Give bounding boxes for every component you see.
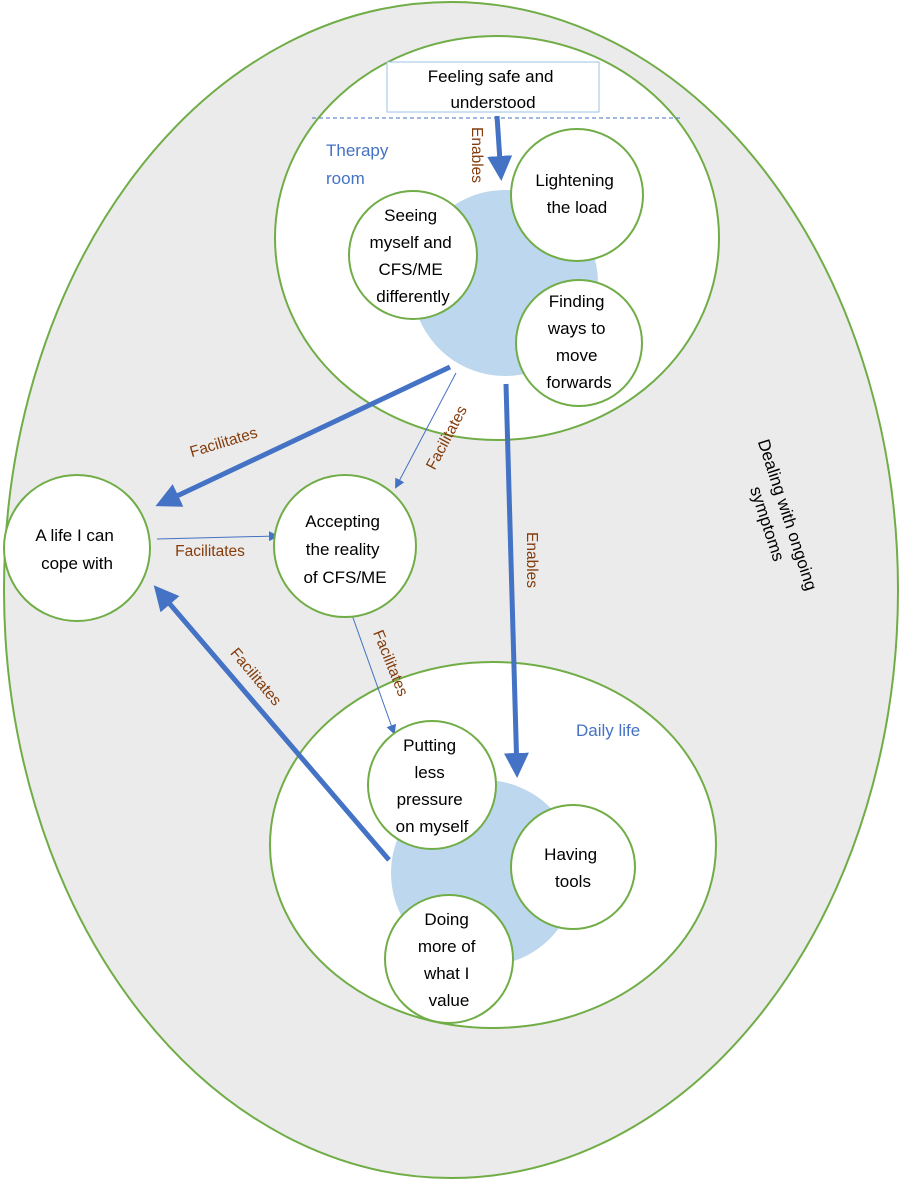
node-accepting-text: Accepting the reality of CFS/ME xyxy=(303,512,386,587)
node-doing-text: Doing more of what I value xyxy=(418,910,480,1010)
node-finding-text: Finding ways to move forwards xyxy=(546,292,611,392)
node-accepting-circle xyxy=(273,474,417,618)
arrow-therapy-to-accepting xyxy=(395,372,457,489)
node-doing-circle xyxy=(384,894,514,1024)
edge-label-top-enables: Enables xyxy=(468,127,485,183)
arrow-daily-to-life xyxy=(153,585,391,862)
node-lightening-text: Lightening the load xyxy=(535,171,618,217)
top-box-text: Feeling safe and understood xyxy=(428,67,558,112)
edge-label-therapy-to-daily: Enables xyxy=(523,532,540,588)
node-life-circle xyxy=(3,474,151,622)
arrow-accepting-to-daily xyxy=(351,614,397,735)
therapy-room-label: Therapy room xyxy=(326,141,393,188)
node-putting-text: Putting less pressure on myself xyxy=(396,736,469,836)
edge-label-life-to-accepting: Facilitates xyxy=(175,543,245,560)
daily-life-label: Daily life xyxy=(576,721,640,740)
node-finding-circle xyxy=(515,279,643,407)
arrow-life-to-accepting xyxy=(156,531,279,542)
arrow-therapy-to-life xyxy=(155,364,452,507)
node-seeing-text: Seeing myself and CFS/ME differently xyxy=(370,206,457,306)
node-lightening-circle xyxy=(510,128,644,262)
node-seeing-circle xyxy=(348,190,478,320)
node-tools-circle xyxy=(510,804,636,930)
top-box xyxy=(386,61,600,113)
arrow-therapy-to-daily xyxy=(503,383,529,778)
node-life-text: A life I can cope with xyxy=(35,526,118,573)
node-tools-text: Having tools xyxy=(544,845,602,891)
arrow-top-enables xyxy=(487,115,513,181)
node-putting-circle xyxy=(367,720,497,850)
